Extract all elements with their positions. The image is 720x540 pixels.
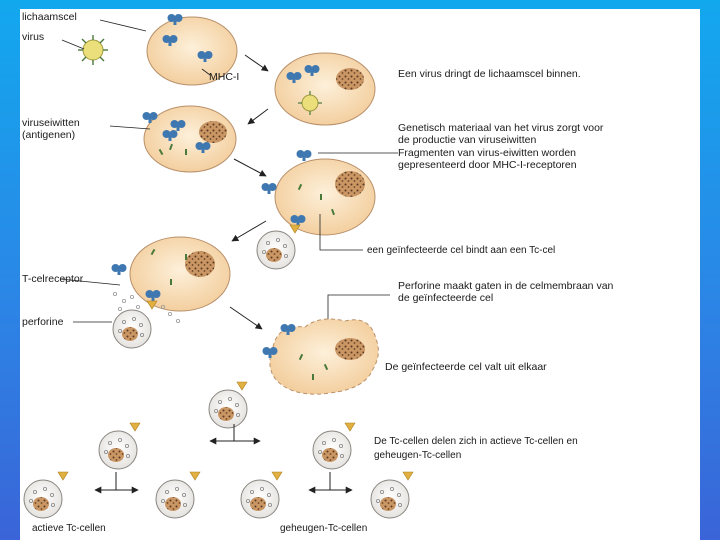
step1-text: Een virus dringt de lichaamscel binnen. [398,68,581,80]
label-t-celreceptor: T-celreceptor [22,273,84,285]
label-mhc: MHC-I [209,71,239,83]
step4-text: een geïnfecteerde cel bindt aan een Tc-c… [367,245,555,256]
perforine-dots [113,291,180,323]
virus-inside-icon [298,91,322,115]
step3-text-line1: Fragmenten van virus-eiwitten worden [398,147,576,159]
step5-text-line1: Perforine maakt gaten in de celmembraan … [398,280,614,292]
diagram-panel: lichaamscel virus MHC-I Een virus dringt… [20,9,700,540]
tc-cell-parent-left [98,430,138,470]
step7-text-line1: De Tc-cellen delen zich in actieve Tc-ce… [374,436,578,447]
cell-step3 [142,105,237,173]
tc-cell-free [208,389,248,429]
cell-step5 [111,236,231,312]
label-viruseiwitten: viruseiwitten [22,117,80,129]
cell-step2 [274,52,376,126]
label-lichaamscel: lichaamscel [22,11,77,23]
step2-text-line2: de productie van viruseiwitten [398,134,536,146]
cell-step1 [146,14,238,86]
cell-step6-disintegrating [262,318,379,395]
step7-text-line2: geheugen-Tc-cellen [374,450,461,461]
actieve-tc-cell-1 [23,479,63,519]
step2-text-line1: Genetisch materiaal van het virus zorgt … [398,122,604,134]
actieve-tc-cell-2 [155,479,195,519]
label-actieve-tc-cellen: actieve Tc-cellen [32,523,106,534]
tc-cell-binding [256,230,296,270]
cell-step4 [261,150,376,236]
label-geheugen-tc-cellen: geheugen-Tc-cellen [280,523,367,534]
tc-cell-parent-right [312,430,352,470]
tc-cell-perforine [112,309,152,349]
geheugen-tc-cell-2 [370,479,410,519]
virus-icon [78,35,108,65]
geheugen-tc-cell-1 [240,479,280,519]
label-antigenen: (antigenen) [22,129,75,141]
step6-text: De geïnfecteerde cel valt uit elkaar [385,361,547,373]
label-perforine: perforine [22,316,64,328]
label-virus: virus [22,31,44,43]
step5-text-line2: de geïnfecteerde cel [398,292,493,304]
tc-cell-diagram: lichaamscel virus MHC-I Een virus dringt… [22,11,614,534]
step3-text-line2: gepresenteerd door MHC-I-receptoren [398,159,577,171]
